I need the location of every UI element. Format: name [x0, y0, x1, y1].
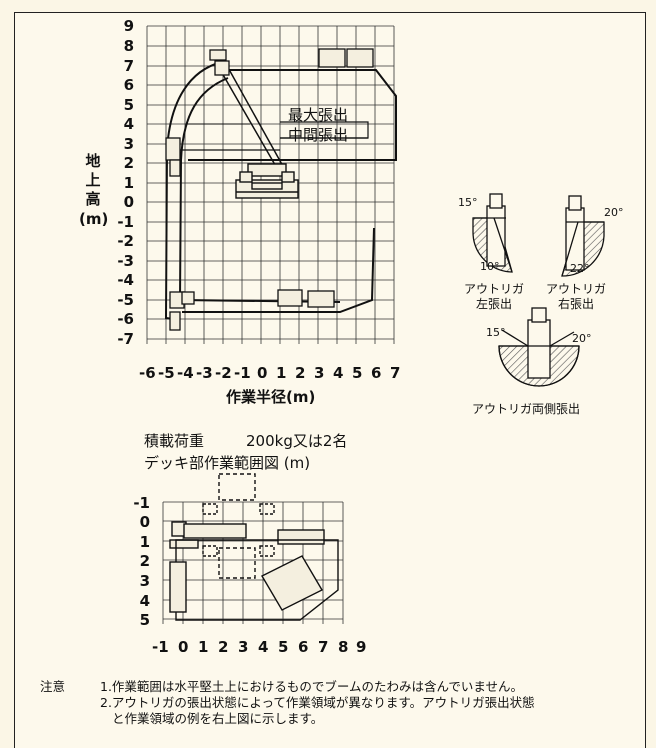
x-tick: -1: [234, 364, 251, 382]
note-line-2: 2.アウトリガの張出状態によって作業領域が異なります。アウトリガ張出状態: [100, 695, 535, 710]
annotation-max-extension: 最大張出: [288, 106, 349, 124]
y-tick: 3: [123, 135, 134, 153]
angle-label: 20°: [604, 206, 624, 219]
x-tick: 7: [390, 364, 401, 382]
load-value: 200kg又は2名: [246, 432, 348, 450]
x-tick: 3: [314, 364, 325, 382]
y-tick: 9: [123, 17, 134, 35]
note-line-1: 1.作業範囲は水平堅土上におけるものでブームのたわみは含んでいません。: [100, 679, 524, 694]
y-title-char: 地: [85, 152, 101, 170]
x-tick: 5: [352, 364, 363, 382]
deck-x-tick: 1: [198, 638, 209, 656]
y-tick: 0: [123, 193, 134, 211]
note-line-3: と作業領域の例を右上図に示します。: [112, 711, 324, 726]
y-tick: -1: [117, 213, 134, 231]
deck-x-tick: 7: [318, 638, 329, 656]
angle-label: 15°: [486, 326, 506, 339]
deck-x-tick: 8: [338, 638, 349, 656]
deck-x-tick: 5: [278, 638, 289, 656]
outrigger-right: [561, 195, 605, 277]
y-tick: -2: [117, 232, 134, 250]
deck-y-tick: 4: [139, 592, 150, 610]
deck-range: [169, 473, 339, 621]
outrigger-left: [472, 193, 513, 273]
x-tick: 1: [276, 364, 287, 382]
deck-y-tick: 5: [139, 611, 150, 629]
x-tick: 6: [371, 364, 382, 382]
y-tick: 7: [123, 57, 134, 75]
deck-x-tick: 6: [298, 638, 309, 656]
deck-x-tick: 9: [356, 638, 367, 656]
deck-x-tick: 4: [258, 638, 269, 656]
deck-y-tick: -1: [133, 494, 150, 512]
x-tick: 4: [333, 364, 344, 382]
x-tick: 2: [295, 364, 306, 382]
label-line: 右張出: [558, 297, 595, 311]
outrigger-left-label: アウトリガ 左張出: [464, 282, 524, 312]
y-axis-unit: (m): [79, 210, 109, 228]
y-tick: -3: [117, 252, 134, 270]
deck-x-tick: 3: [238, 638, 249, 656]
y-title-char: 高: [85, 190, 101, 208]
y-tick: 6: [123, 76, 134, 94]
x-axis-title: 作業半径(m): [226, 388, 316, 406]
x-tick: -5: [158, 364, 175, 382]
y-tick: -6: [117, 310, 134, 328]
deck-y-tick: 1: [139, 533, 150, 551]
y-tick: 8: [123, 37, 134, 55]
truck-body: [235, 163, 299, 199]
deck-title: デッキ部作業範囲図 (m): [144, 454, 311, 472]
angle-label: 10°: [480, 260, 500, 273]
label-line: アウトリガ: [546, 282, 607, 296]
y-tick: -7: [117, 330, 134, 348]
deck-y-tick: 0: [139, 513, 150, 531]
x-tick: -3: [196, 364, 213, 382]
y-tick: 5: [123, 96, 134, 114]
x-tick: -4: [177, 364, 194, 382]
notes-heading: 注意: [40, 679, 66, 694]
x-tick: 0: [257, 364, 268, 382]
deck-y-tick: 2: [139, 552, 150, 570]
outrigger-both-label: アウトリガ両側張出: [472, 402, 581, 416]
deck-grid: [162, 501, 344, 624]
deck-x-tick: -1: [152, 638, 169, 656]
deck-y-tick: 3: [139, 572, 150, 590]
angle-label: 15°: [458, 196, 478, 209]
label-line: アウトリガ: [464, 282, 525, 296]
y-title-char: 上: [85, 171, 101, 189]
y-tick: 2: [123, 154, 134, 172]
label-line: 左張出: [476, 297, 513, 311]
annotation-mid-extension: 中間張出: [288, 126, 349, 144]
y-tick: 1: [123, 174, 134, 192]
x-tick: -2: [215, 364, 232, 382]
deck-x-tick: 0: [178, 638, 189, 656]
angle-label: 20°: [572, 332, 592, 345]
working-range-envelope: [164, 61, 397, 321]
deck-x-tick: 2: [218, 638, 229, 656]
y-tick: 4: [123, 115, 134, 133]
outrigger-both: [498, 307, 580, 387]
y-tick: -4: [117, 271, 134, 289]
outrigger-right-label: アウトリガ 右張出: [546, 282, 606, 312]
y-tick: -5: [117, 291, 134, 309]
load-label: 積載荷重: [144, 432, 205, 450]
x-tick: -6: [139, 364, 156, 382]
y-axis-title: 地 上 高: [84, 152, 102, 209]
basket-shapes: [165, 48, 374, 331]
angle-label: 22°: [570, 262, 590, 275]
